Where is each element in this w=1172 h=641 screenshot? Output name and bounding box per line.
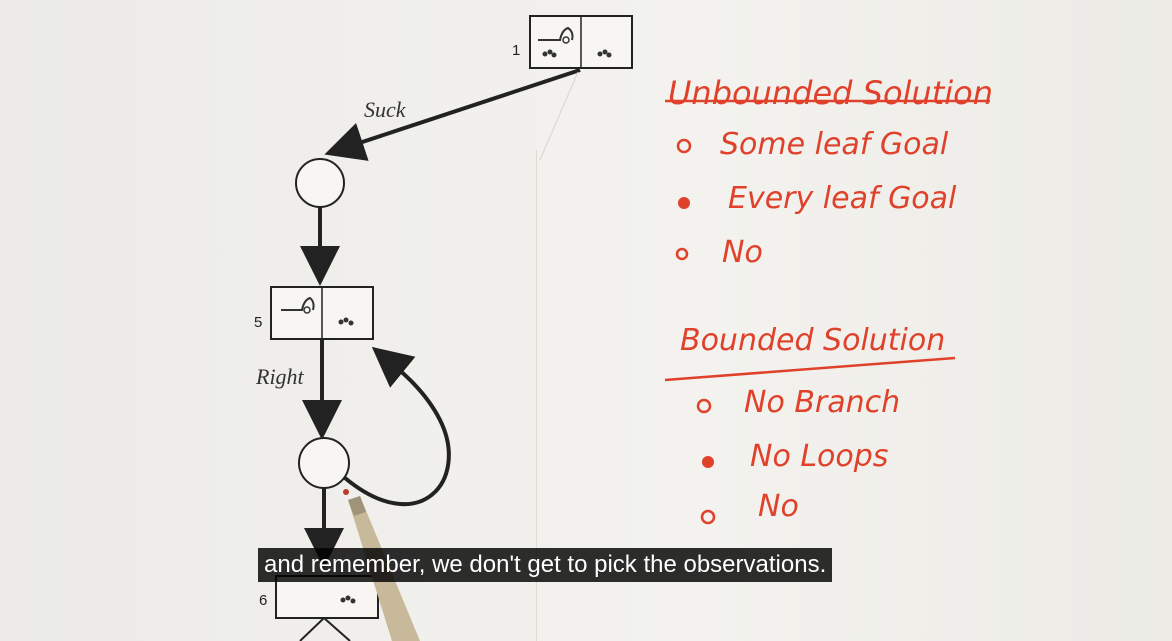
loop-arrow xyxy=(343,346,451,507)
unbounded-option-2: Every leaf Goal xyxy=(728,181,957,216)
bounded-heading: Bounded Solution xyxy=(680,323,945,358)
unbounded-solution-notes: Unbounded Solution Some leaf Goal Every … xyxy=(665,74,993,270)
bounded-solution-notes: Bounded Solution No Branch No Loops No xyxy=(664,323,956,525)
unbounded-option-1: Some leaf Goal xyxy=(720,127,949,162)
vacuum-icon xyxy=(281,296,315,314)
radio-unselected xyxy=(675,247,689,261)
radio-selected xyxy=(678,197,690,209)
chance-node-1 xyxy=(295,158,345,208)
state-label-1: 1 xyxy=(512,42,520,59)
action-label-suck: Suck xyxy=(364,97,407,122)
radio-unselected xyxy=(696,398,712,414)
radio-unselected xyxy=(700,509,716,525)
paper-crease xyxy=(539,71,579,161)
radio-unselected xyxy=(676,138,692,154)
action-label-right: Right xyxy=(255,364,305,389)
unbounded-option-3: No xyxy=(722,235,763,270)
bounded-option-3: No xyxy=(758,489,799,524)
paper-fold-line xyxy=(536,150,537,641)
state-label-5: 5 xyxy=(254,314,262,331)
radio-selected xyxy=(702,456,714,468)
state-box-1 xyxy=(529,15,633,69)
state-box-6 xyxy=(275,575,379,641)
bounded-option-1: No Branch xyxy=(744,385,900,420)
unbounded-heading: Unbounded Solution xyxy=(668,74,993,112)
dirt-icon xyxy=(338,317,354,326)
bounded-option-2: No Loops xyxy=(750,439,888,474)
suck-arrow xyxy=(324,68,581,161)
subtitle-caption: and remember, we don't get to pick the o… xyxy=(258,548,833,582)
state-label-6: 6 xyxy=(259,592,267,609)
dirt-icon xyxy=(340,595,356,604)
chance-node-2 xyxy=(298,437,350,489)
dirt-icon xyxy=(542,49,612,58)
state-box-5 xyxy=(270,286,374,340)
vacuum-icon xyxy=(538,26,574,44)
